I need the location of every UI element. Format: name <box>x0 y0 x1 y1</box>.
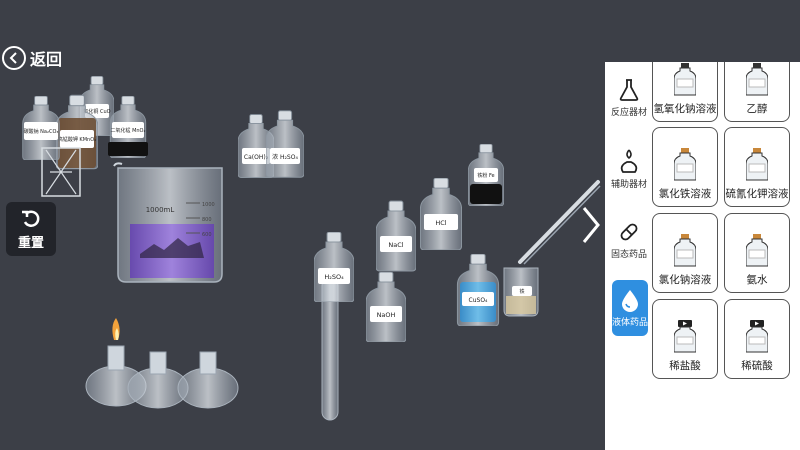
bottle-mno2-label: 二氧化锰 MnO₂ <box>110 127 145 134</box>
bottle-h2so4-label: H₂SO₄ <box>324 273 344 281</box>
category-label: 反应器材 <box>610 108 647 118</box>
alcohol-lamp-3[interactable] <box>177 351 239 409</box>
reagent-bottle-icon <box>746 63 768 96</box>
reagent-label: 硫氰化钾溶液 <box>725 188 789 200</box>
bottle-nacl-label: NaCl <box>388 241 403 249</box>
reagent-label: 稀盐酸 <box>669 360 701 372</box>
reagent-bottle-icon <box>746 148 768 181</box>
flask-icon <box>619 79 639 101</box>
bottle-fe[interactable]: 铁粉 Fe <box>468 144 504 206</box>
chevron-left-icon <box>2 46 26 70</box>
bottle-naoh-label: NaOH <box>377 311 396 319</box>
back-label: 返回 <box>30 50 63 69</box>
bottle-caoh2[interactable]: Ca(OH)₂ <box>238 113 274 179</box>
beaker-mark-800: 800 <box>202 217 212 223</box>
reagent-bottle-icon <box>674 234 696 267</box>
bottle-cuo-label: 氧化铜 CuO <box>83 108 110 115</box>
droplet-icon <box>622 290 638 312</box>
bottle-h2so4-conc[interactable]: 浓 H₂SO₄ <box>266 110 304 178</box>
reset-icon <box>22 209 40 227</box>
bottle-hcl-label: HCl <box>435 219 446 227</box>
beaker-1000ml[interactable]: 1000mL 1000 800 600 <box>113 162 223 283</box>
reagent-bottle-icon <box>674 148 696 181</box>
category-auxiliary-equipment[interactable]: 辅助器材 <box>609 148 649 190</box>
reagent-card-nacl-solution[interactable]: 氯化钠溶液 <box>652 213 718 293</box>
category-liquid-reagents[interactable]: 液体药品 <box>612 280 648 336</box>
category-label: 液体药品 <box>612 318 649 328</box>
reset-label: 重置 <box>17 235 44 251</box>
bottle-mno2[interactable]: 二氧化锰 MnO₂ <box>108 96 148 158</box>
panel-top-spacer <box>605 0 800 62</box>
tripod-stand[interactable] <box>41 147 81 197</box>
burner-icon <box>620 149 638 173</box>
reagent-label: 乙醇 <box>746 103 768 115</box>
beaker-volume-label: 1000mL <box>146 206 175 214</box>
reagent-bottle-icon <box>746 234 768 267</box>
bottle-h2so4-conc-label: 浓 H₂SO₄ <box>272 153 298 161</box>
reagent-label: 氨水 <box>746 274 768 286</box>
reagent-card-ethanol[interactable]: 乙醇 <box>724 62 790 122</box>
jar-iron-label: 铁 <box>519 288 524 295</box>
reagent-card-dilute-h2so4[interactable]: 稀硫酸 <box>724 299 790 379</box>
category-label: 固态药品 <box>610 250 647 260</box>
category-solid-reagents[interactable]: 固态药品 <box>609 220 649 260</box>
bottle-na2co3-label: 碳酸钠 Na₂CO₃ <box>24 128 59 135</box>
category-reaction-equipment[interactable]: 反应器材 <box>609 78 649 118</box>
tweezers[interactable] <box>518 180 601 265</box>
reagent-label: 氯化钠溶液 <box>658 274 712 286</box>
reagent-label: 氯化铁溶液 <box>658 188 712 200</box>
reagent-label: 稀硫酸 <box>741 360 773 372</box>
reagent-bottle-video-icon <box>674 320 696 353</box>
reagent-card-kscn-solution[interactable]: 硫氰化钾溶液 <box>724 127 790 207</box>
bottle-cuso4[interactable]: CuSO₄ <box>456 254 500 326</box>
reset-button[interactable]: 重置 <box>6 202 56 256</box>
bottle-fe-label: 铁粉 Fe <box>477 172 494 179</box>
reagent-label: 氢氧化钠溶液 <box>653 103 717 115</box>
reagent-card-ammonia[interactable]: 氨水 <box>724 213 790 293</box>
bottle-h2so4[interactable]: H₂SO₄ <box>314 232 354 302</box>
bottle-kmno4-label: 高锰酸钾 KMnO₄ <box>58 136 96 143</box>
reagent-card-fecl3-solution[interactable]: 氯化铁溶液 <box>652 127 718 207</box>
bottle-caoh2-label: Ca(OH)₂ <box>244 154 269 161</box>
capsule-icon <box>620 223 638 241</box>
bottle-naoh[interactable]: NaOH <box>366 272 406 342</box>
jar-iron-nails[interactable]: 铁 <box>503 267 539 317</box>
alcohol-lamp-2[interactable] <box>127 351 189 409</box>
reagent-bottle-video-icon <box>746 320 768 353</box>
bottle-kmno4[interactable]: 高锰酸钾 KMnO₄ <box>56 94 98 170</box>
reagent-card-naoh-solution[interactable]: 氢氧化钠溶液 <box>652 62 718 122</box>
beaker-mark-600: 600 <box>202 232 212 238</box>
bottle-cuso4-label: CuSO₄ <box>469 297 489 304</box>
category-label: 辅助器材 <box>610 180 647 190</box>
bottle-nacl[interactable]: NaCl <box>376 200 416 272</box>
bottle-na2co3[interactable]: 碳酸钠 Na₂CO₃ <box>22 96 60 160</box>
reagent-card-dilute-hcl[interactable]: 稀盐酸 <box>652 299 718 379</box>
beaker-mark-1000: 1000 <box>202 202 215 208</box>
reagent-bottle-icon <box>674 63 696 96</box>
bottle-hcl[interactable]: HCl <box>420 178 462 250</box>
chevron-right-icon[interactable] <box>580 205 602 249</box>
reagent-grid: 氢氧化钠溶液 乙醇 氯化铁溶液 硫氰化钾溶液 氯化钠溶液 氨水 稀盐酸 稀硫酸 <box>650 62 795 382</box>
back-button[interactable]: 返回 <box>2 46 62 70</box>
